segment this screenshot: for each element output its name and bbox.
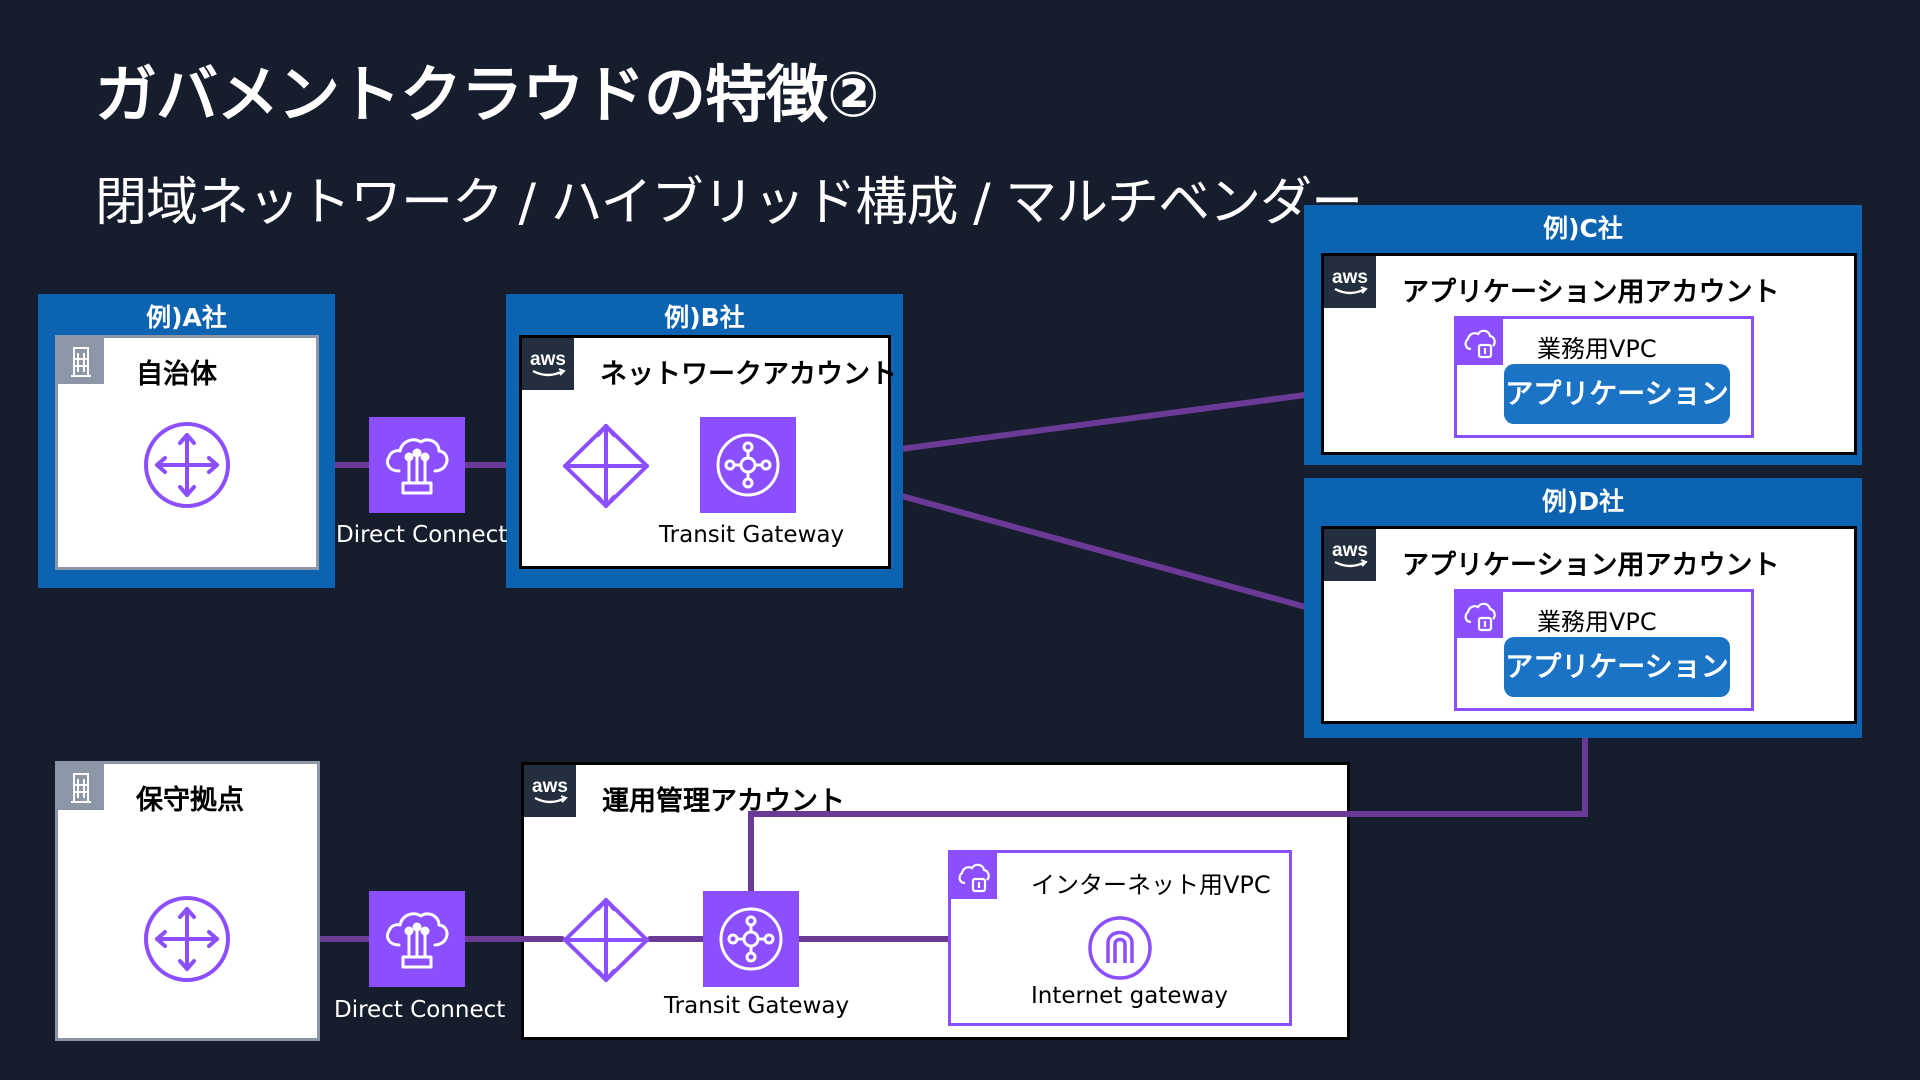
company-d-application-button[interactable]: アプリケーション <box>1504 637 1730 697</box>
internet-vpc: インターネット用VPC Internet gateway <box>948 850 1292 1026</box>
company-d-group: 例)D社 aws アプリケーション用アカウント 業務用VPC アプリケーション <box>1304 478 1862 738</box>
direct-connect-icon <box>369 891 465 987</box>
router-icon <box>142 894 232 984</box>
internet-gateway-caption: Internet gateway <box>1031 983 1229 1009</box>
building-icon <box>58 338 104 384</box>
direct-connect-caption-top: Direct Connect <box>336 522 508 548</box>
vpc-cloud-icon <box>1457 592 1503 638</box>
company-c-account: aws アプリケーション用アカウント 業務用VPC アプリケーション <box>1321 253 1857 455</box>
slide-title: ガバメントクラウドの特徴② <box>95 58 879 131</box>
vpc-cloud-icon <box>951 853 997 899</box>
internet-gateway-icon <box>1087 915 1153 981</box>
company-a-account-name: 自治体 <box>136 359 217 390</box>
transit-gateway-caption-b: Transit Gateway <box>659 522 845 548</box>
company-d-account: aws アプリケーション用アカウント 業務用VPC アプリケーション <box>1321 526 1857 724</box>
svg-text:aws: aws <box>530 349 566 370</box>
vpc-cloud-icon <box>1457 319 1503 365</box>
aws-logo-icon: aws <box>524 765 576 817</box>
maintenance-site-name: 保守拠点 <box>136 785 244 816</box>
aws-logo-icon: aws <box>522 338 574 390</box>
internet-vpc-label: インターネット用VPC <box>1031 871 1271 899</box>
company-c-vpc-label: 業務用VPC <box>1537 335 1657 363</box>
maintenance-site: 保守拠点 <box>55 761 320 1041</box>
vpc-endpoint-icon <box>561 423 651 509</box>
company-d-account-name: アプリケーション用アカウント <box>1402 550 1780 581</box>
transit-gateway-caption-ops: Transit Gateway <box>664 993 850 1019</box>
svg-text:aws: aws <box>532 776 568 797</box>
company-c-group: 例)C社 aws アプリケーション用アカウント 業務用VPC アプリケーション <box>1304 205 1862 465</box>
company-c-label: 例)C社 <box>1543 214 1623 243</box>
company-d-vpc-label: 業務用VPC <box>1537 608 1657 636</box>
company-c-account-name: アプリケーション用アカウント <box>1402 277 1780 308</box>
company-b-account-name: ネットワークアカウント <box>600 359 897 390</box>
vpc-endpoint-icon <box>561 897 651 983</box>
svg-text:aws: aws <box>1332 267 1368 288</box>
transit-gateway-icon <box>700 417 796 513</box>
svg-text:aws: aws <box>1332 540 1368 561</box>
company-c-application-button[interactable]: アプリケーション <box>1504 364 1730 424</box>
company-d-label: 例)D社 <box>1541 487 1625 516</box>
router-icon <box>142 420 232 510</box>
ops-account-name: 運用管理アカウント <box>602 786 845 817</box>
aws-logo-icon: aws <box>1324 529 1376 581</box>
company-a-label: 例)A社 <box>146 303 227 332</box>
direct-connect-caption-bottom: Direct Connect <box>334 997 506 1023</box>
slide-subtitle: 閉域ネットワーク / ハイブリッド構成 / マルチベンダー <box>95 173 1363 233</box>
transit-gateway-icon <box>703 891 799 987</box>
company-b-label: 例)B社 <box>664 303 745 332</box>
building-icon <box>58 764 104 810</box>
aws-logo-icon: aws <box>1324 256 1376 308</box>
direct-connect-icon <box>369 417 465 513</box>
